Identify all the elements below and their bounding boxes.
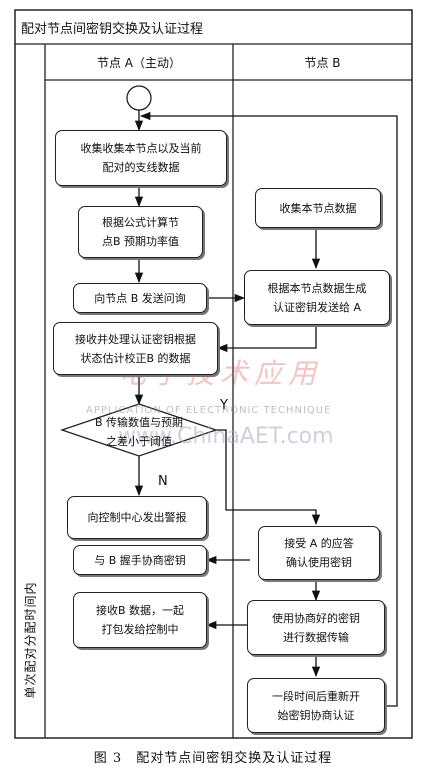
step-a-calc: 根据公式计算节点B 预期功率值 [78, 206, 203, 258]
watermark-en: APPLICATION OF ELECTRONIC TECHNIQUE [86, 405, 332, 416]
decision-text: B 传输数值与预期之差小于阈值 [94, 416, 184, 448]
side-label: 单次配对分配时间内 [23, 581, 38, 699]
diagram-title: 配对节点间密钥交换及认证过程 [21, 22, 204, 37]
step-a-alarm: 向控制中心发出警报 [67, 496, 207, 539]
branch-yes-label: Y [220, 398, 228, 413]
step-a-handshake: 与 B 握手协商密钥 [73, 545, 207, 575]
step-b-renew: 一段时间后重新开始密钥协商认证 [247, 678, 385, 733]
step-a-collect: 收集收集本节点以及当前配对的支线数据 [55, 130, 227, 186]
diagram-frame [14, 9, 413, 739]
lane-a-header: 节点 A（主动） [96, 56, 182, 70]
decision-diamond [59, 403, 219, 457]
start-node [126, 85, 152, 111]
step-b-collect: 收集本节点数据 [255, 188, 381, 228]
figure-caption: 图 3 配对节点间密钥交换及认证过程 [93, 751, 333, 766]
arrow-yes-to-accept [216, 429, 321, 526]
watermark-url: www.ChinaAET.com [118, 424, 334, 449]
step-b-transmit: 使用协商好的密钥进行数据传输 [247, 600, 385, 655]
step-b-generate: 根据本节点数据生成认证密钥发送给 A [244, 270, 390, 325]
step-a-pack: 接收B 数据，一起打包发给控制中 [73, 592, 207, 648]
arrow-renew-loop-back [139, 111, 398, 707]
lane-b-header: 节点 B [304, 56, 341, 70]
step-a-receive: 接收并处理认证密钥根据状态估计校正B 的数据 [53, 322, 218, 375]
step-b-accept: 接受 A 的应答确认使用密钥 [258, 526, 380, 580]
arrow-generate-to-receive [216, 325, 317, 353]
branch-no-label: N [158, 474, 168, 489]
step-a-send-query: 向节点 B 发送问询 [73, 283, 207, 313]
